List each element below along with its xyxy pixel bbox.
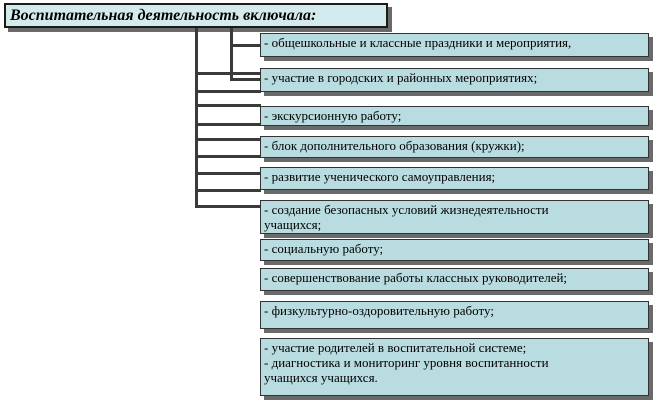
list-item-text: - общешкольные и классные праздники и ме… — [264, 35, 572, 50]
list-item: - участие в городских и районных меропри… — [260, 68, 649, 92]
connector-vertical-right — [230, 28, 233, 80]
list-item-text: - социальную работу; — [264, 241, 384, 256]
list-item: - социальную работу; — [260, 239, 649, 261]
list-item-text: - создание безопасных условий жизнедеяте… — [264, 202, 549, 217]
list-item: - участие родителей в воспитательной сис… — [260, 338, 649, 396]
list-item: - экскурсионную работу; — [260, 106, 649, 126]
list-item-text: - блок дополнительного образования (круж… — [264, 138, 525, 153]
connector-h-11 — [195, 205, 261, 208]
connector-vertical-left — [195, 28, 198, 208]
list-item-text: - физкультурно-оздоровительную работу; — [264, 303, 494, 318]
connector-h-1 — [230, 44, 261, 47]
list-item: - развитие ученического самоуправления; — [260, 167, 649, 190]
connector-h-5 — [195, 104, 261, 107]
connector-h-7 — [195, 138, 261, 141]
connector-h-4 — [195, 90, 261, 93]
connector-h-3 — [195, 72, 261, 75]
list-item: - блок дополнительного образования (круж… — [260, 136, 649, 158]
connector-h-6 — [195, 123, 261, 126]
connector-h-9 — [195, 172, 261, 175]
list-item: - совершенствование работы классных руко… — [260, 268, 649, 291]
list-item-text: учащихся; — [264, 217, 322, 232]
list-item-text: учащихся учащихся. — [264, 370, 378, 385]
list-item-text: - диагностика и мониторинг уровня воспит… — [264, 355, 549, 370]
diagram-title: Воспитательная деятельность включала: — [4, 3, 388, 28]
list-item-text: - экскурсионную работу; — [264, 108, 402, 123]
list-item-text: - развитие ученического самоуправления; — [264, 169, 496, 184]
list-item: - физкультурно-оздоровительную работу; — [260, 301, 649, 329]
list-item-text: - участие в городских и районных меропри… — [264, 70, 538, 85]
list-item-text: - совершенствование работы классных руко… — [264, 270, 568, 285]
connector-h-2 — [230, 78, 261, 81]
list-item-text: - участие родителей в воспитательной сис… — [264, 340, 527, 355]
list-item: - общешкольные и классные праздники и ме… — [260, 33, 649, 57]
list-item: - создание безопасных условий жизнедеяте… — [260, 200, 649, 234]
connector-h-10 — [195, 189, 261, 192]
connector-h-8 — [195, 155, 261, 158]
